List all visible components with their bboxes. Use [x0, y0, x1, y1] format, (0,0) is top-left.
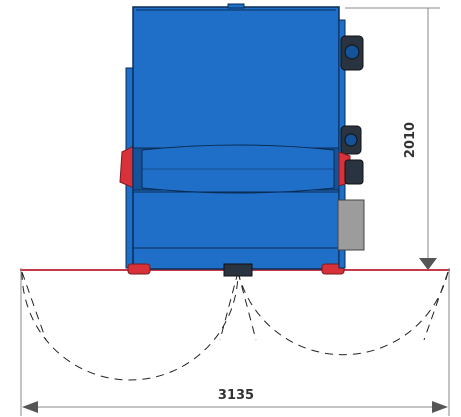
door-swing-arcs: [21, 271, 449, 381]
right-door-swing-arc: [237, 271, 449, 356]
left-red-flap: [119, 145, 135, 189]
upper-motor-hub: [344, 44, 360, 60]
lower-motor: [344, 159, 364, 185]
center-coupling: [223, 263, 253, 277]
height-dimension: 2010: [345, 7, 440, 270]
width-dimension-label: 3135: [218, 388, 254, 403]
middle-motor-hub: [344, 133, 358, 147]
height-dimension-label: 2010: [403, 122, 418, 158]
right-components: [337, 19, 365, 269]
height-arrow-head: [419, 258, 437, 270]
top-lip: [227, 3, 245, 9]
width-dimension: 3135: [20, 268, 450, 416]
left-foot: [127, 263, 151, 275]
center-door-edge-right: [237, 271, 257, 341]
left-door-edge: [21, 271, 47, 341]
center-door-edge-left: [219, 271, 239, 341]
machine-body: [132, 6, 340, 270]
right-door-edge: [423, 271, 449, 341]
width-arrow-right: [432, 401, 448, 413]
left-door-swing-arc: [21, 271, 239, 381]
control-panel: [337, 199, 365, 251]
width-arrow-left: [22, 401, 38, 413]
